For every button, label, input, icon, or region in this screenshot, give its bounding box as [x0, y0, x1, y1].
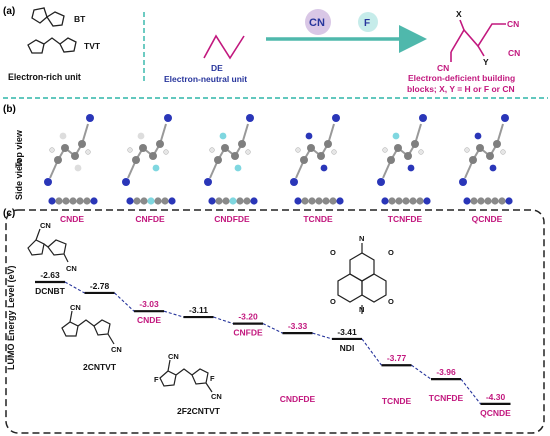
connector-9 — [460, 378, 481, 405]
panel-c-frame — [5, 209, 545, 434]
x-label: X — [456, 9, 462, 19]
2f2cntvt-f-1: F — [154, 375, 159, 384]
tvt-structure — [27, 37, 77, 54]
level-value: -3.11 — [189, 305, 208, 315]
2f2cntvt-cn-2: CN — [211, 392, 222, 401]
tvt-label: TVT — [84, 41, 101, 51]
connector-3 — [163, 310, 184, 318]
level-value: -4.30 — [486, 392, 506, 402]
level-value: -3.77 — [387, 353, 407, 363]
level-name: CNFDE — [233, 328, 263, 338]
level-name: NDI — [340, 343, 355, 353]
2cntvt-cn-2: CN — [111, 345, 122, 354]
level-name: TCNFDE — [429, 393, 464, 403]
ndi-n-bottom: N — [359, 305, 364, 314]
connector-6 — [312, 332, 333, 340]
f-badge — [358, 12, 378, 32]
level-value: -3.33 — [288, 321, 308, 331]
connector-1 — [64, 281, 85, 294]
2f2cntvt-structure — [159, 359, 213, 393]
2cntvt-cn-1: CN — [70, 303, 81, 312]
molecule-model-cnfde — [122, 114, 176, 205]
f-badge-text: F — [364, 18, 370, 29]
ndi-o-1: O — [330, 248, 336, 257]
y-label: Y — [483, 57, 489, 67]
molecule-label-cnfde: CNFDE — [135, 214, 165, 224]
ndi-o-3: O — [330, 297, 336, 306]
ndi-structure — [337, 243, 387, 314]
molecule-label-cnde: CNDE — [60, 214, 84, 224]
ndi-n-top: N — [359, 234, 364, 243]
molecule-models — [44, 114, 513, 205]
connector-5 — [262, 323, 283, 334]
de-structure — [203, 34, 245, 60]
rich-caption: Electron-rich unit — [8, 72, 81, 82]
level-value: -2.63 — [40, 270, 60, 280]
molecule-model-cndfde — [204, 114, 258, 205]
level-name: DCNBT — [35, 286, 66, 296]
level-2f2cntvt: -3.11 2F2CNTVT — [177, 305, 221, 416]
cn-badge-text: CN — [309, 17, 325, 29]
cn-top-label: CN — [507, 19, 519, 29]
cn-left-label: CN — [437, 63, 449, 73]
ndi-o-4: O — [388, 297, 394, 306]
molecule-label-tcnfde: TCNFDE — [388, 214, 423, 224]
2cntvt-structure — [61, 310, 115, 345]
molecule-model-qcnde — [459, 114, 513, 205]
level-name: 2F2CNTVT — [177, 406, 221, 416]
lumo-axis-label: LUMO Energy Level (eV) — [6, 265, 16, 370]
deficient-block-structure — [450, 19, 506, 62]
ndi-o-2: O — [388, 248, 394, 257]
level-name: QCNDE — [480, 408, 511, 418]
bt-structure — [31, 7, 65, 27]
panel-b-label: (b) — [3, 104, 16, 115]
dcnbt-cn-2: CN — [66, 264, 77, 273]
cn-right-label: CN — [508, 48, 520, 58]
molecule-labels: CNDE CNFDE CNDFDE TCNDE TCNFDE QCNDE — [60, 214, 503, 224]
molecule-model-cnde — [44, 114, 98, 205]
bt-label: BT — [74, 14, 86, 24]
connector-8 — [411, 364, 432, 380]
2f2cntvt-f-2: F — [210, 374, 215, 383]
connector-4 — [213, 316, 234, 325]
neutral-caption: Electron-neutral unit — [164, 74, 247, 84]
level-value: -3.96 — [436, 367, 456, 377]
molecule-label-qcnde: QCNDE — [472, 214, 503, 224]
level-name: TCNDE — [382, 396, 412, 406]
level-value: -3.03 — [139, 299, 159, 309]
level-name: CNDFDE — [280, 394, 316, 404]
de-label: DE — [211, 63, 223, 73]
top-view-label: Top view — [14, 129, 24, 168]
level-2cntvt: -2.78 2CNTVT — [83, 281, 117, 372]
2f2cntvt-cn-1: CN — [168, 352, 179, 361]
level-value: -2.78 — [90, 281, 110, 291]
dcnbt-cn-1: CN — [40, 221, 51, 230]
deficient-caption-1: Electron-deficient building — [408, 73, 515, 83]
side-view-label: Side view — [14, 158, 24, 200]
connector-7 — [361, 338, 382, 366]
molecule-label-tcnde: TCNDE — [303, 214, 333, 224]
molecule-model-tcnde — [290, 114, 344, 205]
molecule-model-tcnfde — [377, 114, 431, 205]
level-name: CNDE — [137, 315, 161, 325]
panel-a-label: (a) — [3, 6, 15, 17]
level-name: 2CNTVT — [83, 362, 117, 372]
dcnbt-structure — [27, 228, 69, 263]
level-value: -3.41 — [337, 327, 357, 337]
molecule-label-cndfde: CNDFDE — [214, 214, 250, 224]
connector-2 — [114, 292, 135, 312]
cn-badge — [305, 9, 331, 35]
level-value: -3.20 — [238, 312, 258, 322]
deficient-caption-2: blocks; X, Y = H or F or CN — [407, 84, 515, 94]
